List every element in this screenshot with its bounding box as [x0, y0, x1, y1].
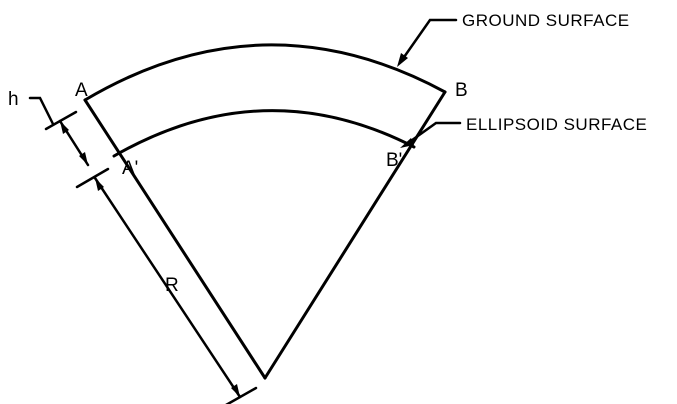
- ellipsoid-surface-arc: [112, 109, 416, 158]
- point-b-label: B: [455, 80, 468, 101]
- ellipsoid-surface-arrow: [400, 138, 414, 148]
- point-a-label: A: [75, 80, 88, 101]
- ground-surface-label: GROUND SURFACE: [462, 11, 630, 30]
- height-label: h: [8, 89, 19, 110]
- dimension-arrow-r-top: [95, 178, 104, 191]
- radius-label: R: [165, 275, 179, 296]
- point-a-prime-label: A': [122, 158, 138, 179]
- ground-surface-leader: [400, 18, 458, 62]
- ellipsoid-surface-label: ELLIPSOID SURFACE: [466, 115, 647, 134]
- dimension-line-r: [93, 176, 242, 399]
- radial-line-right: [263, 90, 447, 380]
- ground-surface-arrow: [397, 53, 408, 67]
- dimension-arrow-h-top: [60, 121, 69, 134]
- ellipsoid-surface-leader: [406, 121, 462, 145]
- height-leader: [28, 96, 55, 126]
- radial-line-left: [83, 98, 267, 380]
- dimension-tick-middle: [75, 167, 110, 189]
- point-b-prime-label: B': [386, 150, 402, 171]
- ground-surface-arc: [83, 43, 447, 102]
- dimension-arrow-r-bottom: [231, 384, 240, 397]
- dimension-arrow-h-bottom: [79, 152, 88, 165]
- dimension-tick-bottom: [225, 386, 258, 404]
- dimension-tick-top: [44, 110, 78, 131]
